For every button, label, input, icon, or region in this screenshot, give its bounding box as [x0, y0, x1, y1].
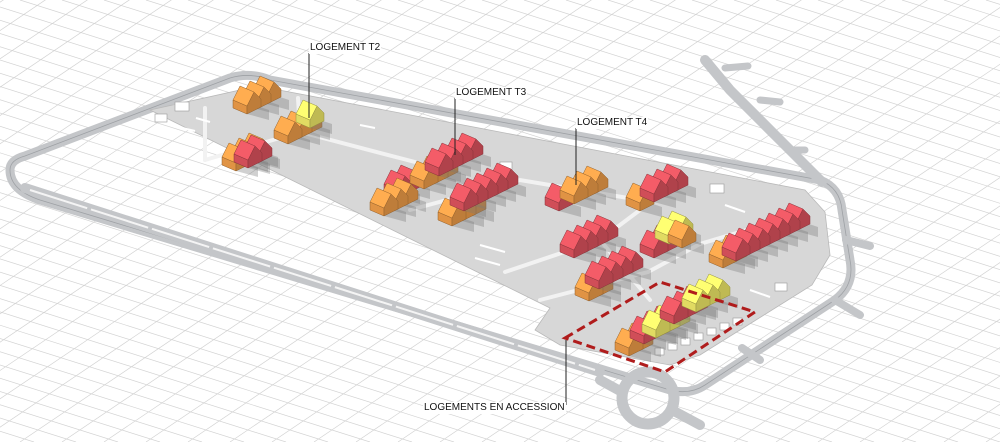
grid-line — [271, 0, 928, 442]
block-t3-e-3 — [559, 214, 626, 264]
grid-line — [355, 0, 1000, 204]
grid-line — [0, 0, 298, 201]
leader-lines — [308, 53, 577, 405]
block-t4-c-1 — [369, 177, 426, 222]
grid-line — [565, 0, 1000, 138]
block-t4-e-1 — [559, 165, 616, 210]
site-ground — [148, 85, 831, 366]
label-logement-t3: LOGEMENT T3 — [455, 87, 528, 99]
utility-blocks — [154, 101, 788, 356]
grid-line — [19, 0, 676, 442]
grid-line — [0, 258, 581, 442]
housing-blocks — [221, 75, 818, 362]
grid-line — [0, 0, 256, 173]
grid-line — [649, 0, 1000, 111]
frontage-road-median — [29, 189, 596, 371]
grid-line — [607, 0, 1000, 125]
grid-line — [103, 0, 760, 442]
access-road-spur — [721, 62, 809, 154]
grid-line — [0, 351, 287, 442]
label-logement-t4: LOGEMENT T4 — [576, 117, 649, 129]
grid-line — [691, 0, 1000, 98]
grid-line — [0, 0, 130, 88]
grid-line — [0, 311, 413, 442]
grid-line — [733, 0, 1000, 85]
block-t4-e-2 — [625, 182, 662, 217]
block-t3-c-3 — [449, 162, 526, 217]
block-t3-nw-1 — [233, 134, 280, 174]
grid-line — [0, 0, 172, 116]
grid-line — [0, 205, 749, 442]
grid-line — [187, 0, 844, 442]
grid-line — [0, 0, 424, 286]
grid-line — [0, 245, 623, 442]
grid-line — [0, 0, 340, 230]
grid-line — [0, 0, 382, 258]
grid-line — [649, 205, 1000, 442]
grid-line — [0, 0, 28, 442]
grid-line — [775, 290, 1000, 442]
grid-line — [523, 0, 1000, 151]
grid-line — [985, 432, 1000, 442]
grid-line — [61, 0, 718, 442]
block-t3-e-5 — [584, 245, 651, 295]
grid-line — [229, 0, 886, 442]
access-road-east — [738, 236, 874, 364]
block-t3-c-2 — [424, 132, 491, 182]
grid-line — [0, 231, 665, 442]
label-logements-accession: LOGEMENTS EN ACCESSION — [423, 402, 566, 414]
roundabout — [616, 366, 680, 430]
grid-line — [0, 338, 329, 442]
grid-line — [0, 0, 466, 315]
grid-line — [0, 152, 917, 442]
grid-line — [187, 0, 1000, 257]
grid-line — [313, 0, 1000, 217]
grid-line — [439, 0, 1000, 178]
block-t3-e-2 — [639, 163, 696, 208]
grid-line — [0, 0, 508, 343]
grid-line — [313, 0, 970, 442]
parking-stripes — [169, 117, 771, 298]
grid-line — [0, 364, 245, 442]
label-logement-t2: LOGEMENT T2 — [309, 42, 382, 54]
block-t3-far-e — [721, 202, 818, 267]
grid-line — [0, 285, 497, 442]
grid-line — [355, 7, 1000, 442]
grid-line — [0, 218, 707, 442]
grid-line — [691, 233, 1000, 442]
grid-line — [229, 0, 1000, 244]
grid-line — [0, 192, 791, 442]
grid-line — [397, 0, 1000, 191]
block-t4-nw-1 — [232, 75, 289, 120]
grid-line — [0, 271, 539, 442]
block-t4-e-3 — [667, 219, 704, 254]
grid-line — [985, 0, 1000, 5]
accession-zone-outline — [561, 280, 759, 374]
grid-line — [145, 0, 802, 442]
grid-line — [271, 0, 1000, 231]
grid-line — [0, 324, 371, 442]
grid-line — [0, 298, 455, 442]
block-t2-nw — [295, 99, 332, 134]
grid-line — [0, 0, 214, 145]
roundabout-arm — [595, 375, 705, 430]
grid-line — [607, 177, 1000, 442]
grid-line — [733, 262, 1000, 442]
